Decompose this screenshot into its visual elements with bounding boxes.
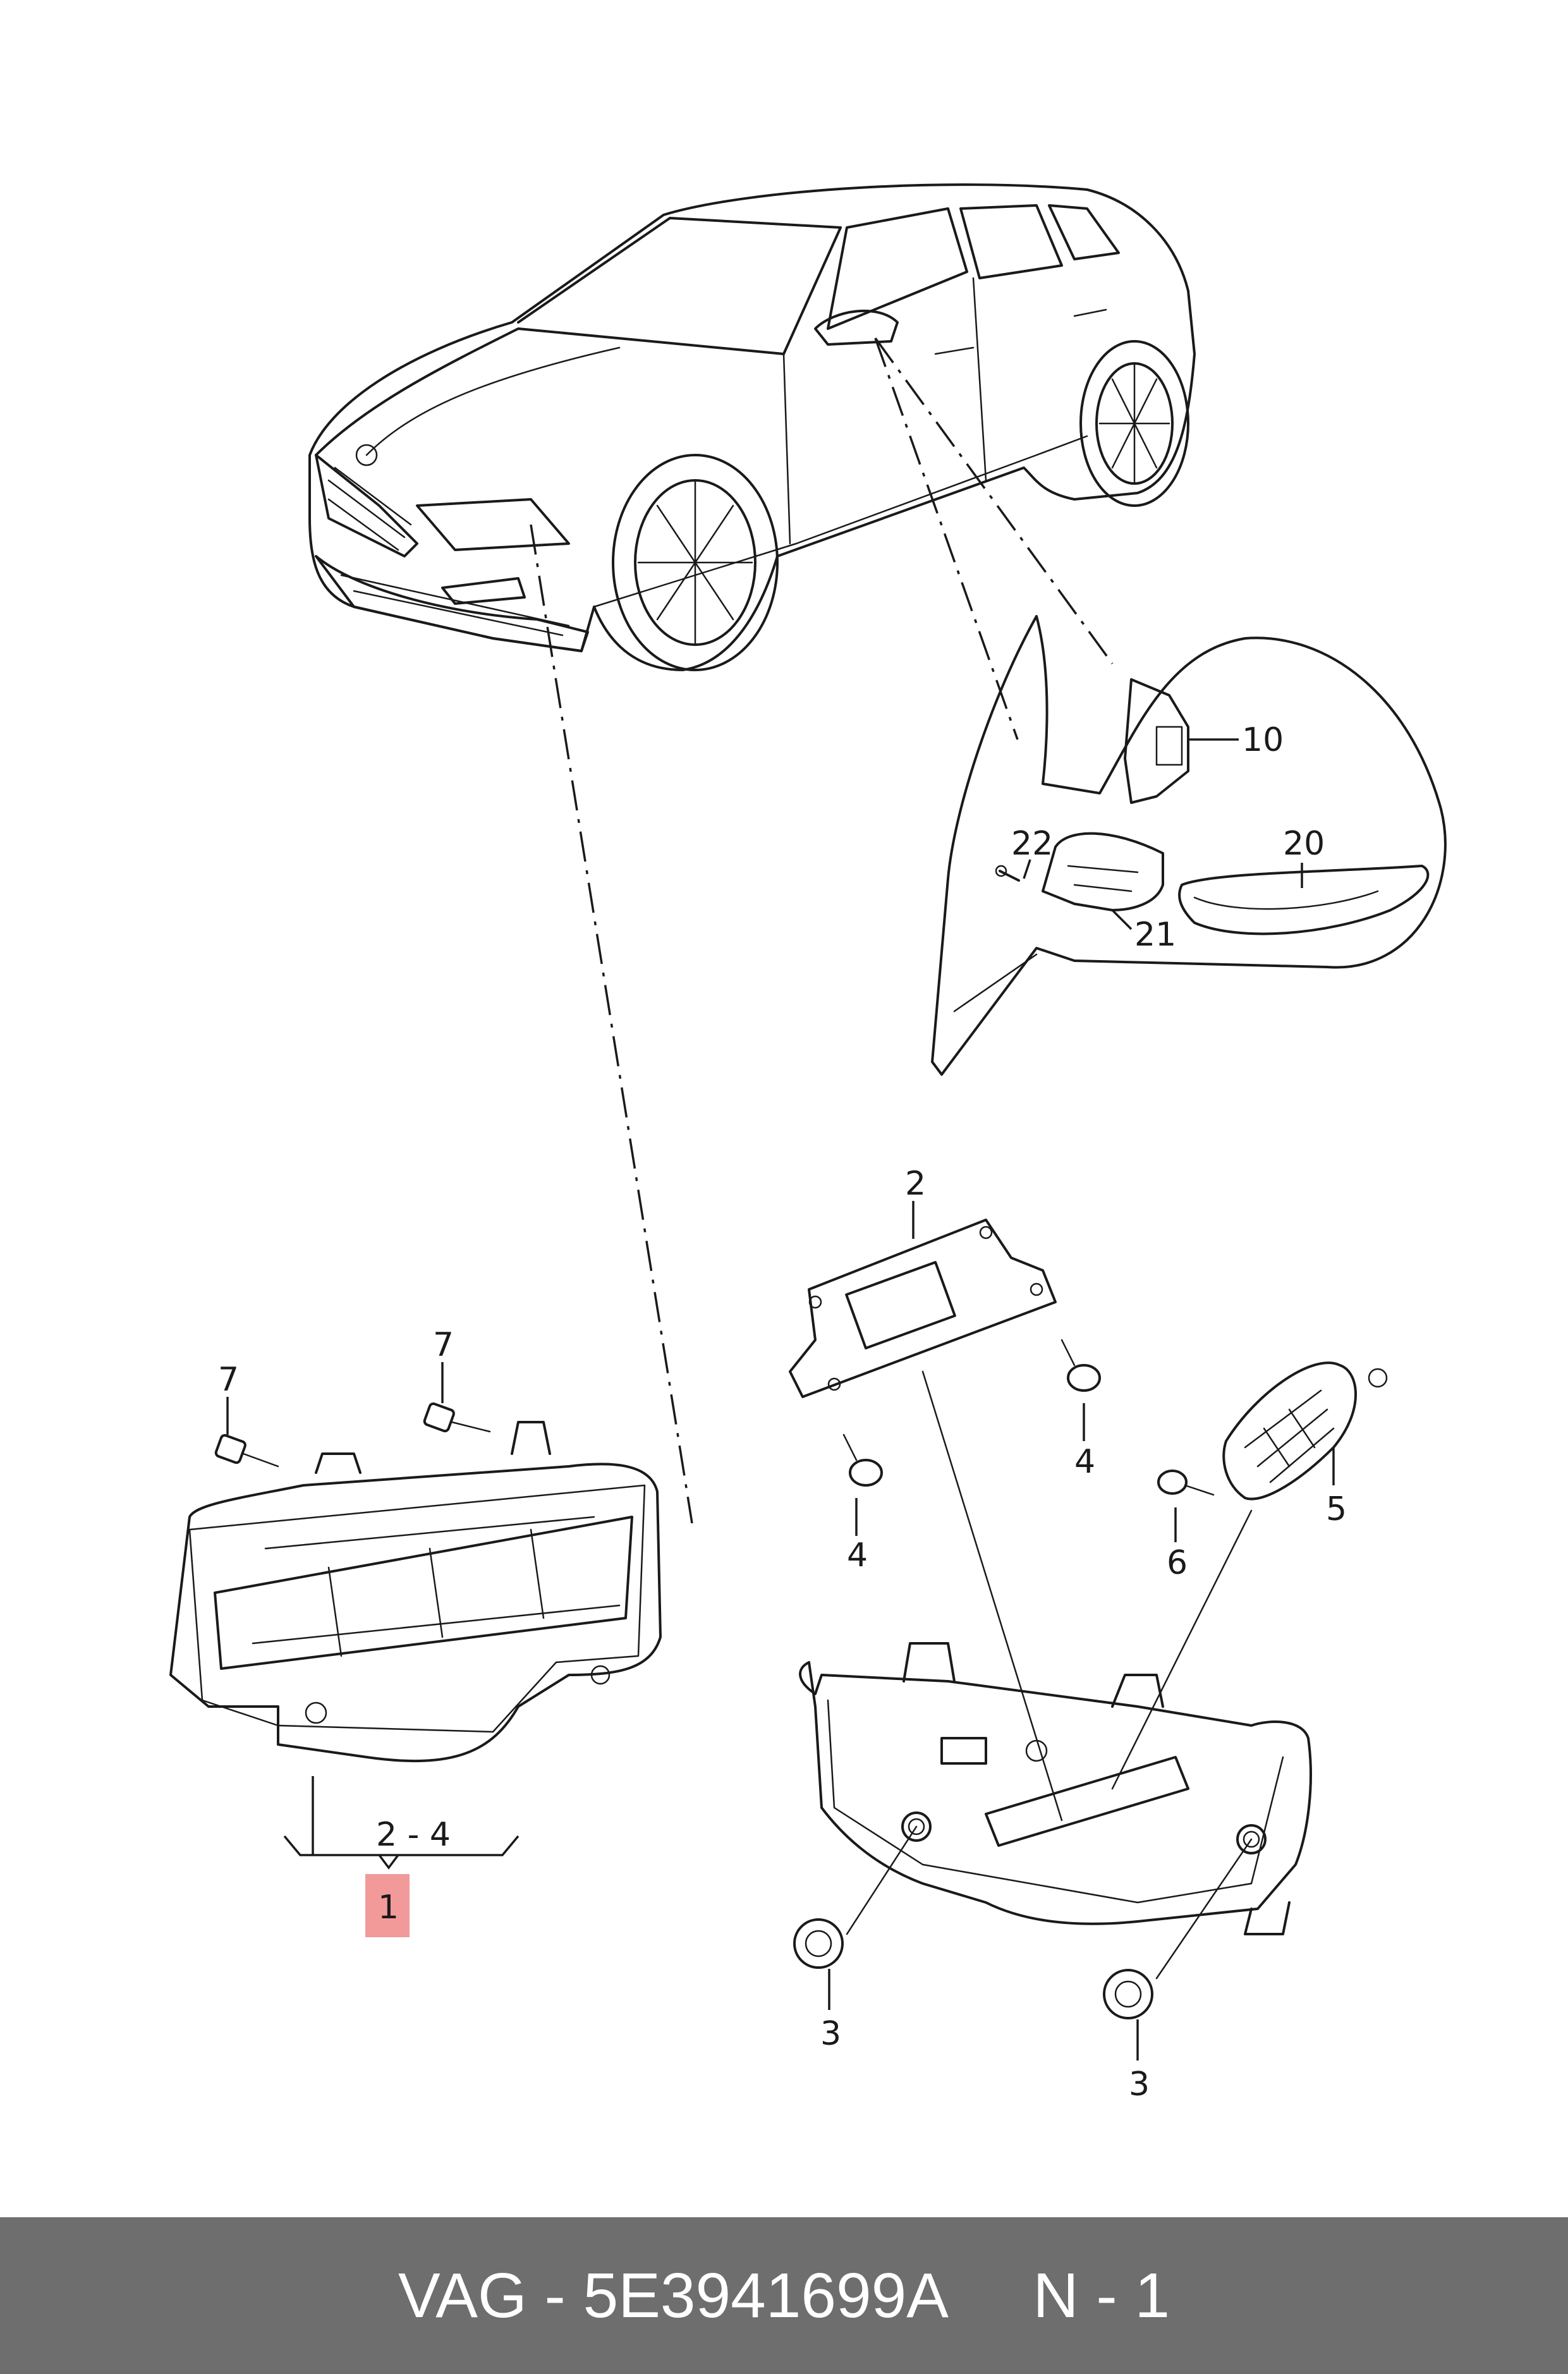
screw-7a [214,1434,279,1468]
car-illustration [308,183,1196,671]
screw-4a [1061,1339,1101,1392]
callout-10: 10 [1242,721,1284,759]
screw-7b [423,1402,491,1433]
callout-2: 2 [905,1165,926,1203]
callout-5: 5 [1326,1490,1347,1528]
screw-6 [1157,1470,1215,1496]
lamp-insert-5 [1222,1361,1388,1500]
callout-1: 1 [378,1889,399,1927]
bracket-2-4 [283,1835,520,1856]
parts-diagram: 10 20 21 22 2 7 7 4 4 5 6 2 - 4 1 3 3 [169,183,1447,2103]
control-unit-2 [789,1219,1057,1398]
indicator-line-fog-light [530,524,693,1524]
leader-housing-2 [921,1370,1063,1822]
leader-21 [1111,909,1133,930]
screw-22 [995,865,1020,882]
callout-4b: 4 [847,1537,868,1574]
mirror-bracket-21 [1042,832,1164,911]
lamp-housing [799,1642,1312,1935]
footer-bar: VAG - 5E3941699A N - 1 [0,2217,1568,2374]
part-number-label: VAG - 5E3941699A N - 1 [398,2260,1170,2331]
grommet-3a [793,1918,844,1969]
leader-housing-3b [1155,1838,1253,1980]
callout-3a: 3 [820,2015,841,2053]
callout-20: 20 [1283,825,1325,863]
leader-housing-3a [846,1825,918,1935]
callout-3b: 3 [1129,2066,1150,2103]
callout-2-4: 2 - 4 [376,1816,451,1854]
grommet-3b [1103,1969,1153,2019]
screw-4b [842,1434,883,1487]
callout-6: 6 [1167,1544,1188,1582]
indicator-line-mirror-a [874,338,1019,740]
indicator-line-mirror-b [874,337,1114,665]
mirror-detail [931,615,1447,1076]
turn-signal-20 [1178,865,1430,935]
callout-7b: 7 [433,1326,454,1364]
bracket-2-4-tick [378,1854,399,1870]
callout-21: 21 [1134,916,1176,954]
leader-22 [1023,859,1031,879]
leader-housing-5 [1111,1509,1253,1790]
fog-light-assembly-1 [169,1421,662,1763]
callout-7a: 7 [218,1361,239,1399]
mirror-module-10 [1124,678,1189,804]
callout-4a: 4 [1074,1443,1095,1481]
highlight-box-1 [365,1874,410,1937]
callout-22: 22 [1011,825,1053,863]
